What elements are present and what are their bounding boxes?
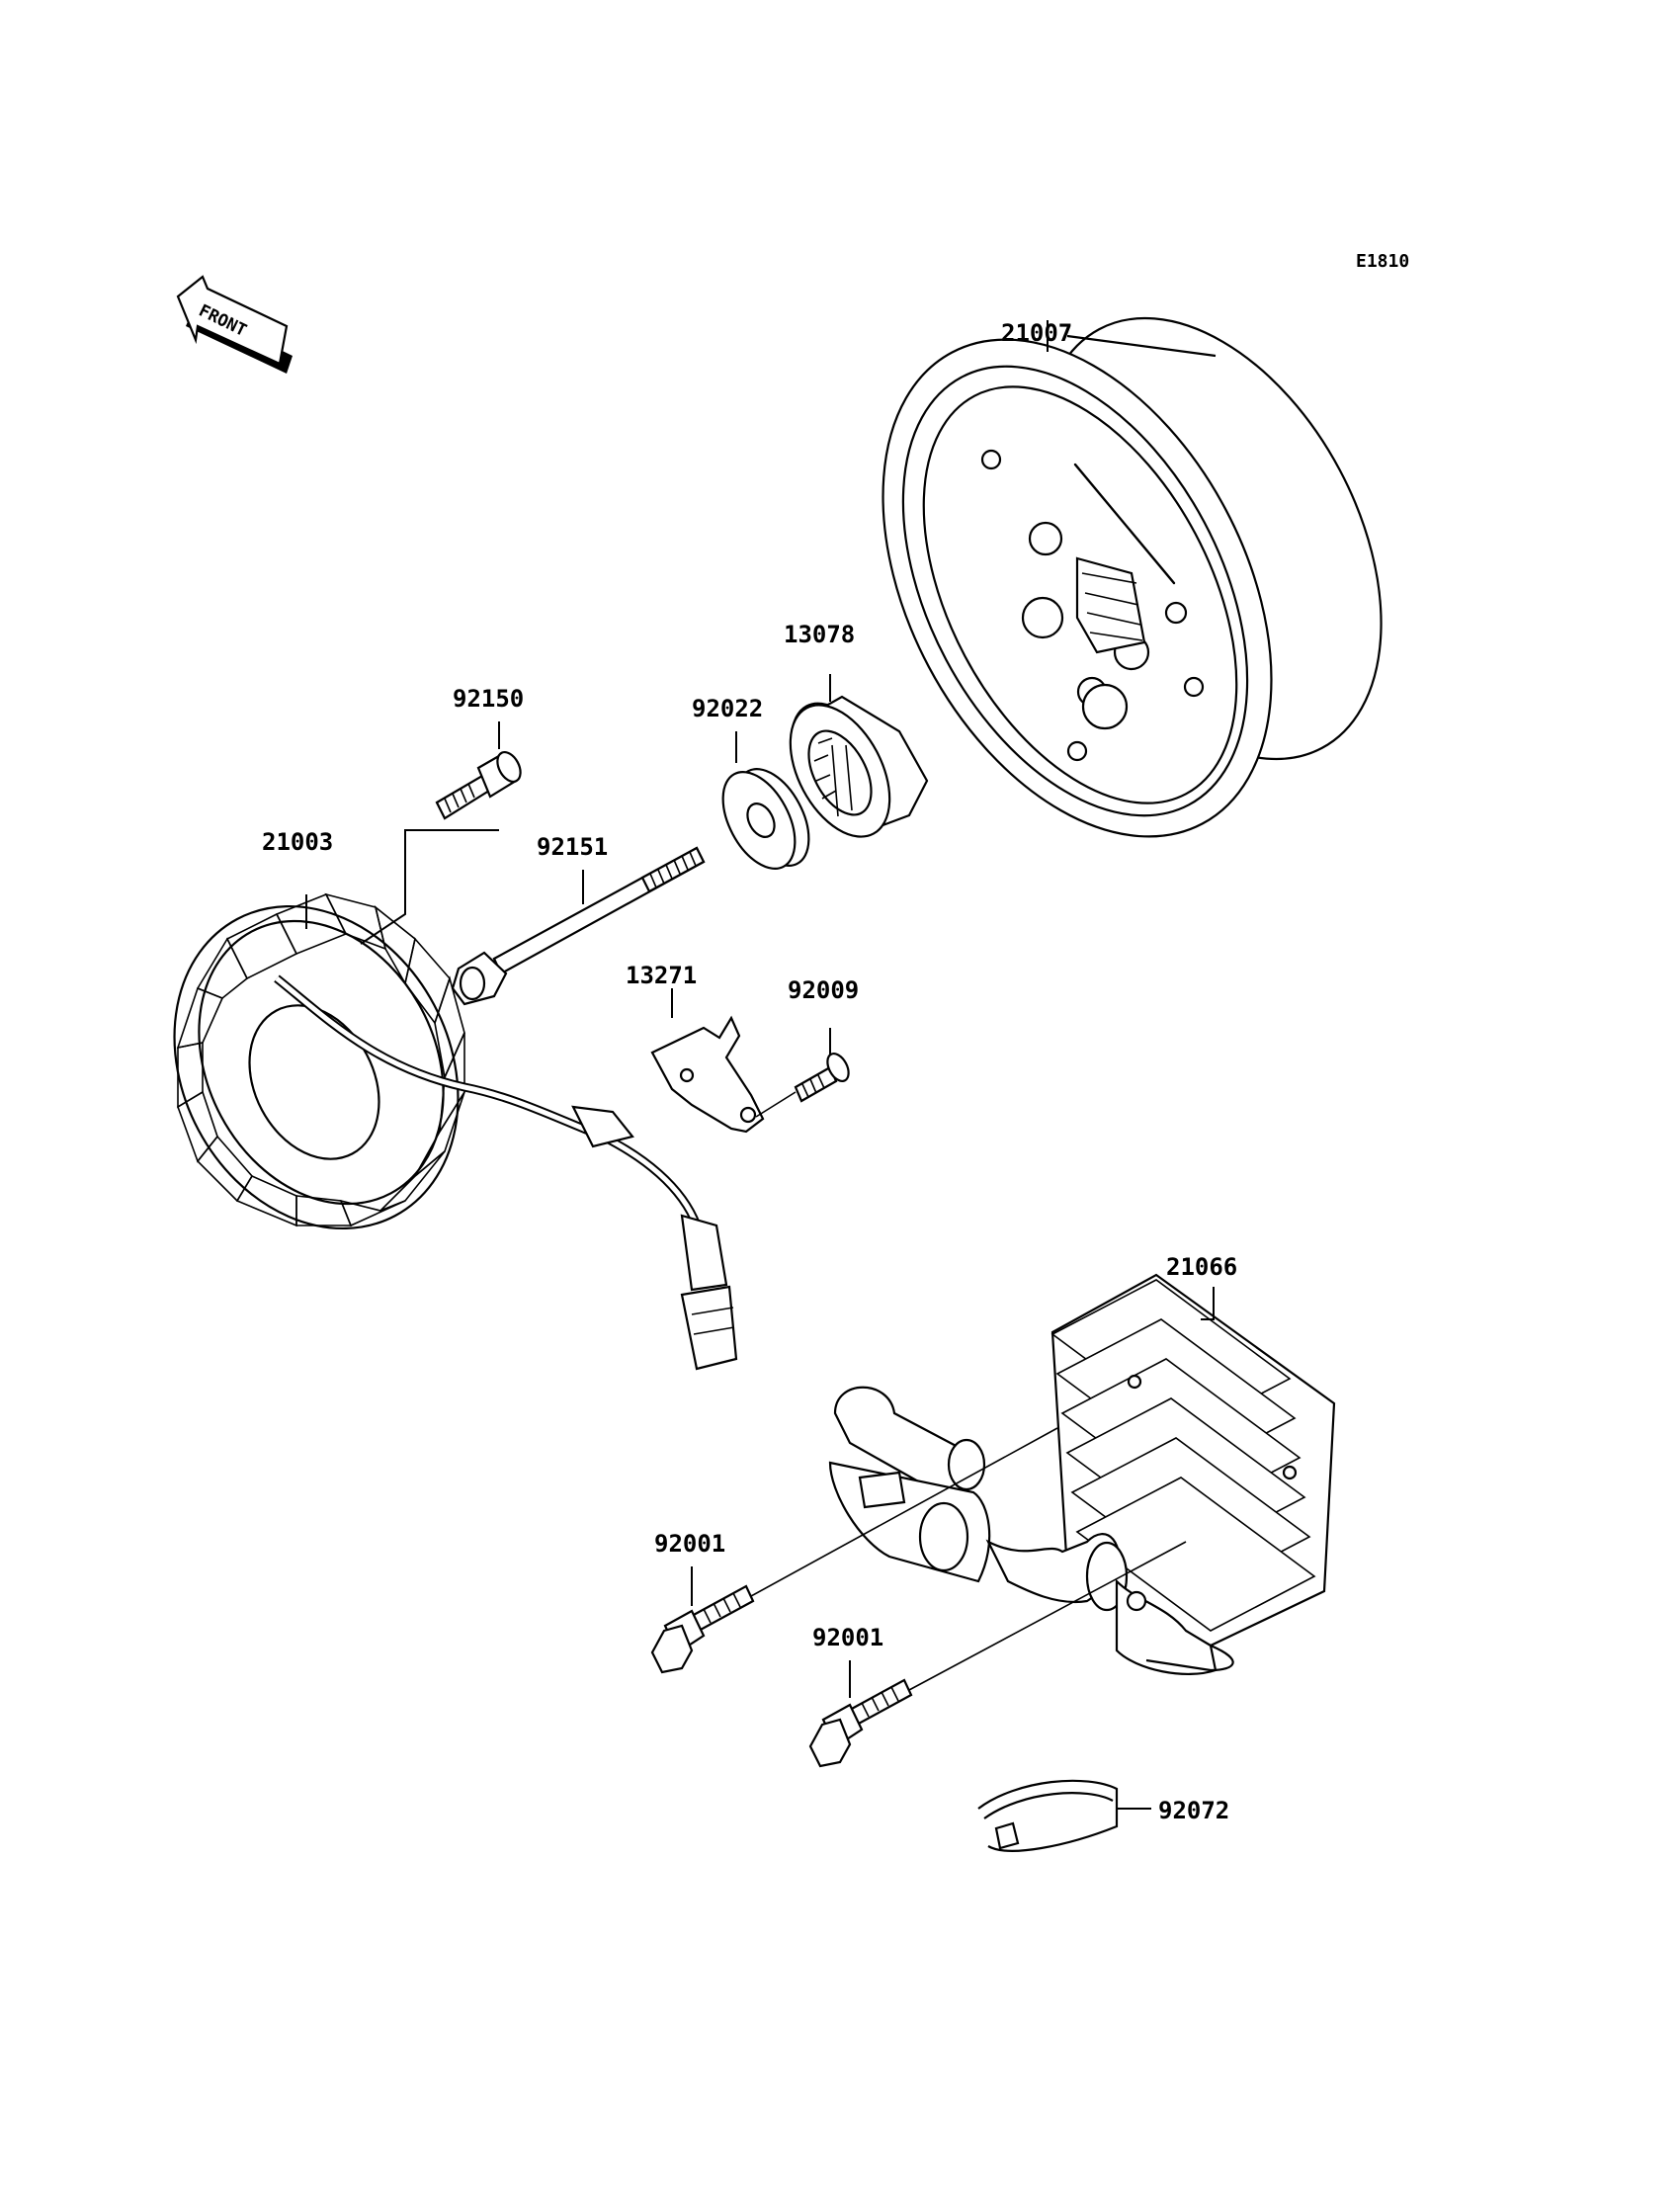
gear-13078 [789,695,929,838]
stator-21003 [173,892,738,1371]
part-label-92009: 92009 [788,976,859,1004]
bolt-92001-lower [808,1678,913,1768]
bolt-92151 [451,846,706,1006]
part-label-13271: 13271 [626,962,697,989]
part-label-21007: 21007 [1001,319,1072,347]
front-arrow-icon: FRONT [176,275,293,374]
part-label-21066: 21066 [1166,1253,1237,1281]
part-label-92151: 92151 [537,833,608,861]
regulator-21066 [828,1273,1336,1676]
part-label-21003: 21003 [262,828,333,856]
diagram-code: E1810 [1356,251,1409,272]
bracket-13271 [650,1015,765,1134]
part-label-13078: 13078 [784,621,855,648]
washer-92022 [721,768,810,870]
part-label-92072: 92072 [1158,1797,1229,1824]
part-label-92001-upper: 92001 [654,1530,725,1558]
part-label-92022: 92022 [692,695,763,722]
bolt-92001-upper [650,1584,755,1674]
screw-92009 [794,1052,850,1103]
part-label-92001-lower: 92001 [812,1624,883,1651]
rotor-21007 [882,316,1383,838]
cable-tie-92072 [977,1779,1119,1852]
part-label-92150: 92150 [453,685,524,713]
bolt-92150 [435,751,522,820]
